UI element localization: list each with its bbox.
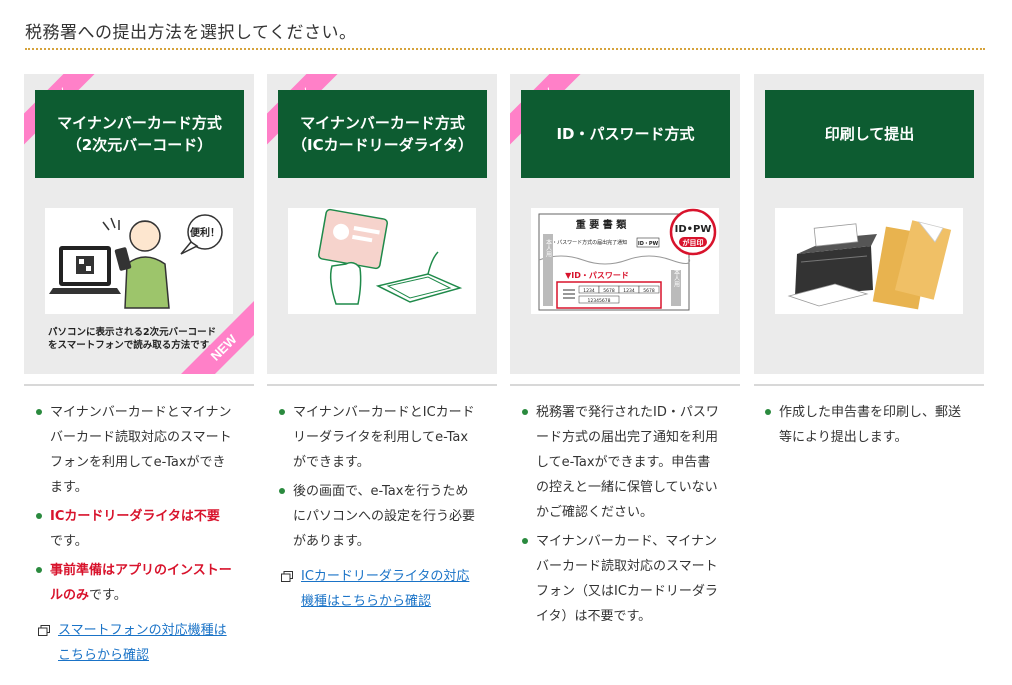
description-item: 作成した申告書を印刷し、郵送等により提出します。 [765, 400, 965, 450]
description-text: 税務署で発行されたID・パスワード方式の届出完了通知を利用してe-Taxができま… [536, 405, 719, 520]
description-item: 税務署で発行されたID・パスワード方式の届出完了通知を利用してe-Taxができま… [522, 400, 722, 525]
description-mynumber-icreader: マイナンバーカードとICカードリーダライタを利用してe-Taxができます。 後の… [279, 400, 479, 614]
doc-cell: 1234 [623, 288, 635, 294]
method-title-line1: マイナンバーカード方式 [57, 114, 222, 132]
caption-line2: をスマートフォンで読み取る方法です。 [48, 340, 218, 351]
doc-number: 12345678 [588, 298, 611, 304]
ic-card-reader-illustration [288, 208, 476, 314]
card-divider [267, 384, 497, 386]
doc-title: 重 要 書 類 [576, 218, 627, 231]
external-window-icon [281, 571, 293, 582]
id-password-notice-illustration: 重 要 書 類 ID・パスワード方式の届出完了通知 ID・PW 本人用 本人用 … [531, 208, 719, 314]
card-divider [24, 384, 254, 386]
description-text: 作成した申告書を印刷し、郵送等により提出します。 [779, 405, 962, 445]
description-highlight: 事前準備はアプリのインストールのみ [50, 563, 232, 603]
description-text: マイナンバーカードとICカードリーダライタを利用してe-Taxができます。 [293, 405, 475, 470]
description-text: マイナンバーカード、マイナンバーカード読取対応のスマートフォン（又はICカードリ… [536, 534, 718, 624]
description-item: マイナンバーカードとICカードリーダライタを利用してe-Taxができます。 [279, 400, 479, 475]
method-title: マイナンバーカード方式 （2次元バーコード） [35, 90, 244, 178]
link-text[interactable]: スマートフォンの対応機種はこちらから確認 [58, 623, 227, 663]
method-title-line2: （2次元バーコード） [66, 136, 213, 154]
description-mynumber-barcode: マイナンバーカードとマイナンバーカード読取対応のスマートフォンを利用してe-Ta… [36, 400, 236, 668]
doc-side-right: 本人用 [673, 268, 680, 288]
page-title: 税務署への提出方法を選択してください。 [25, 23, 357, 43]
smartphone-models-link[interactable]: スマートフォンの対応機種はこちらから確認 [36, 618, 236, 668]
doc-cell: 1234 [583, 288, 595, 294]
description-id-password: 税務署で発行されたID・パスワード方式の届出完了通知を利用してe-Taxができま… [522, 400, 722, 633]
method-title: ID・パスワード方式 [521, 90, 730, 178]
doc-side-left: 本人用 [545, 238, 552, 258]
card-id-password[interactable]: e-Tax ID・パスワード方式 重 要 書 類 ID・パスワード方式の届出完了… [510, 74, 740, 374]
doc-cell: 5678 [643, 288, 655, 294]
description-item: 事前準備はアプリのインストールのみです。 [36, 558, 236, 608]
method-title-line1: マイナンバーカード方式 [300, 114, 465, 132]
doc-subtitle: ID・パスワード方式の届出完了通知 [547, 239, 627, 246]
description-text: です。 [50, 534, 88, 549]
description-text: マイナンバーカードとマイナンバーカード読取対応のスマートフォンを利用してe-Ta… [50, 405, 232, 495]
description-item: マイナンバーカード、マイナンバーカード読取対応のスマートフォン（又はICカードリ… [522, 529, 722, 629]
method-title-line1: 印刷して提出 [824, 125, 915, 143]
method-title-line2: （ICカードリーダライタ） [292, 136, 473, 154]
description-text: です。 [89, 588, 127, 603]
title-divider [25, 48, 985, 50]
card-print-submit[interactable]: 印刷して提出 [754, 74, 984, 374]
card-divider [754, 384, 984, 386]
method-title: マイナンバーカード方式 （ICカードリーダライタ） [278, 90, 487, 178]
doc-tag: ID・PW [638, 241, 659, 247]
external-window-icon [38, 625, 50, 636]
caption-line1: パソコンに表示される2次元バーコード [48, 327, 217, 338]
description-item: マイナンバーカードとマイナンバーカード読取対応のスマートフォンを利用してe-Ta… [36, 400, 236, 500]
doc-badge-line1: ID•PW [675, 224, 712, 235]
link-text[interactable]: ICカードリーダライタの対応機種はこちらから確認 [301, 569, 470, 609]
description-item: 後の画面で、e-Taxを行うためにパソコンへの設定を行う必要があります。 [279, 479, 479, 554]
method-title: 印刷して提出 [765, 90, 974, 178]
ic-reader-models-link[interactable]: ICカードリーダライタの対応機種はこちらから確認 [279, 564, 479, 614]
card-caption: パソコンに表示される2次元バーコード をスマートフォンで読み取る方法です。 [48, 326, 218, 352]
description-item: ICカードリーダライタは不要です。 [36, 504, 236, 554]
card-mynumber-barcode[interactable]: e-Tax マイナンバーカード方式 （2次元バーコード） 便利！ パソコンに [24, 74, 254, 374]
description-text: 後の画面で、e-Taxを行うためにパソコンへの設定を行う必要があります。 [293, 484, 476, 549]
card-divider [510, 384, 740, 386]
printer-envelope-illustration [775, 208, 963, 314]
doc-banner: ▼ID・パスワード [565, 270, 629, 280]
balloon-text: 便利！ [190, 226, 220, 239]
doc-cell: 5678 [603, 288, 615, 294]
description-print-submit: 作成した申告書を印刷し、郵送等により提出します。 [765, 400, 965, 454]
card-mynumber-icreader[interactable]: e-Tax マイナンバーカード方式 （ICカードリーダライタ） [267, 74, 497, 374]
description-highlight: ICカードリーダライタは不要 [50, 509, 220, 524]
method-title-line1: ID・パスワード方式 [556, 125, 695, 143]
barcode-smartphone-illustration: 便利！ [45, 208, 233, 314]
doc-badge-line2: が目印 [683, 238, 704, 247]
